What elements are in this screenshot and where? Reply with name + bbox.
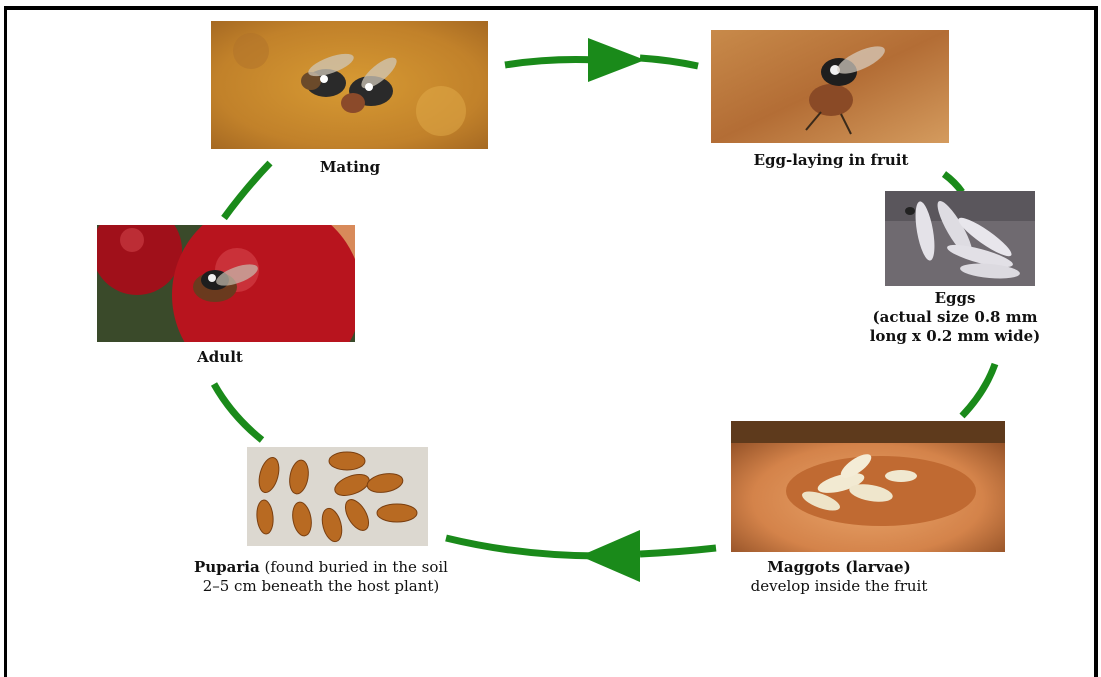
arrow-eggs-to-maggots: [962, 364, 995, 416]
egg-laying-photo: [711, 30, 949, 143]
mating-label: Mating: [290, 158, 410, 177]
puparia-photo: [247, 447, 428, 546]
arrowhead-left-icon: [580, 530, 640, 582]
maggots-title: Maggots (larvae): [704, 558, 974, 577]
maggots-photo: [731, 421, 1005, 552]
eggs-size-line: long x 0.2 mm wide): [830, 327, 1080, 346]
puparia-title: Puparia: [194, 558, 260, 576]
arrow-maggots-to-puparia: [640, 548, 716, 554]
arrow-mating-to-egg-laying-tail: [640, 58, 698, 66]
arrowhead-right-icon: [588, 38, 645, 82]
eggs-size-line: (actual size 0.8 mm: [830, 308, 1080, 327]
arrow-egg-laying-to-eggs: [944, 174, 962, 192]
puparia-label: Puparia (found buried in the soil 2–5 cm…: [135, 558, 507, 596]
arrow-adult-to-mating: [224, 163, 270, 218]
mating-photo: [211, 21, 488, 149]
puparia-title-line: Puparia (found buried in the soil: [135, 558, 507, 577]
eggs-label: Eggs (actual size 0.8 mm long x 0.2 mm w…: [830, 289, 1080, 346]
arrow-puparia-to-adult: [214, 384, 262, 440]
arrow-maggots-to-puparia-tail: [446, 538, 600, 556]
eggs-photo: [885, 191, 1035, 286]
adult-label: Adult: [160, 348, 280, 367]
adult-photo: [97, 225, 355, 342]
puparia-location: (found buried in the soil: [260, 558, 448, 576]
puparia-depth-line: 2–5 cm beneath the host plant): [135, 577, 507, 596]
egg-laying-label: Egg-laying in fruit: [712, 151, 950, 170]
eggs-title: Eggs: [830, 289, 1080, 308]
arrow-mating-to-egg-laying: [505, 60, 596, 65]
maggots-description: develop inside the fruit: [704, 577, 974, 596]
maggots-label: Maggots (larvae) develop inside the frui…: [704, 558, 974, 596]
